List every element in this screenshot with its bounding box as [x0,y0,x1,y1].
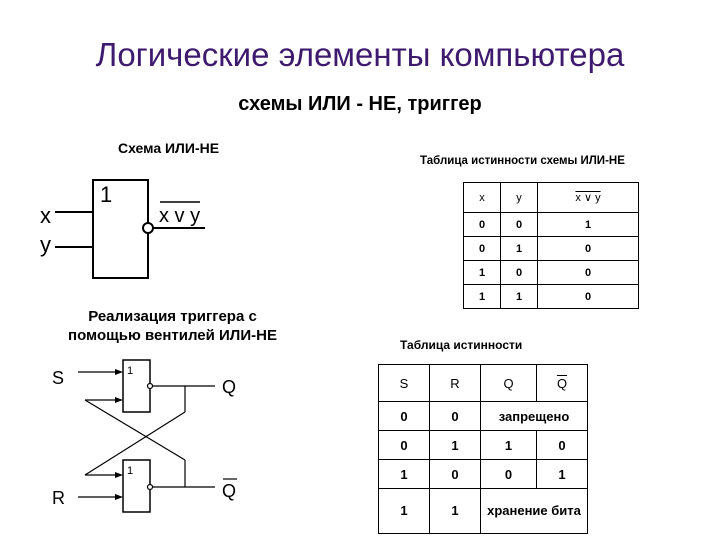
table2-header-q: Q [480,364,537,402]
table1-cell: 0 [463,236,501,261]
truth-table-nor: x y x ∨ y 0 0 1 0 1 0 1 0 0 1 1 0 [463,182,639,309]
nor-label-x: x [40,203,51,228]
nor-label-y: y [40,232,51,257]
table2-cell: 1 [536,459,588,489]
table1-header-y: y [500,182,538,213]
table1-cell: 0 [463,212,501,237]
trigger-label-s: S [52,368,64,388]
table1-cell: 0 [500,212,538,237]
trigger-r-arrow [115,494,123,500]
truth-table-trigger: S R Q Q 0 0 запрещено 0 1 1 0 1 0 0 1 1 … [378,364,588,534]
table2-header-qbar-text: Q [556,375,568,391]
trigger-gate-bottom-mark: 1 [127,465,133,477]
table2-cell: 0 [429,401,481,431]
table1-cell: 0 [537,260,639,285]
table2-cell-forbidden: запрещено [480,401,588,431]
page-title: Логические элементы компьютера [95,36,625,73]
trigger-feedback-q-arrow [115,472,123,478]
table2-cell: 1 [429,488,481,534]
table2-cell: 1 [429,430,481,460]
trigger-label-r: R [52,488,65,508]
table2-header-s: S [378,364,430,402]
table2-cell-storage: хранение бита [480,488,588,534]
table2-header-qbar: Q [536,364,588,402]
table1-header-x: x [463,182,501,213]
table1-cell: 0 [500,260,538,285]
table1-cell: 1 [463,260,501,285]
trigger-feedback-qbar-arrow [115,397,123,403]
table2-cell: 0 [480,459,537,489]
table1-cell: 0 [537,236,639,261]
table2-cell: 1 [378,488,430,534]
table2-cell: 0 [536,430,588,460]
nor-gate-mark: 1 [100,182,112,207]
trigger-heading-line2: помощью вентилей ИЛИ-НЕ [68,327,277,344]
table2-header-r: R [429,364,481,402]
trigger-label-qbar: Q [222,481,236,501]
table2-cell: 1 [378,459,430,489]
table2-caption: Таблица истинности [400,338,523,352]
table1-cell: 0 [537,284,639,309]
trigger-label-q: Q [222,377,236,397]
table1-caption: Таблица истинности схемы ИЛИ-НЕ [420,155,625,167]
nor-output-label: x v y [159,205,200,227]
nor-heading: Схема ИЛИ-НЕ [118,140,220,156]
table2-cell: 0 [378,430,430,460]
trigger-heading-line1: Реализация триггера с [88,308,257,325]
table1-header-nor: x ∨ y [537,182,639,213]
trigger-feedback-q [84,411,186,476]
trigger-heading: Реализация триггера с помощью вентилей И… [40,307,305,345]
table1-cell: 1 [537,212,639,237]
table1-cell: 1 [463,284,501,309]
trigger-gate-top-mark: 1 [127,365,133,377]
table1-header-nor-text: x ∨ y [575,192,601,204]
table1-cell: 1 [500,236,538,261]
trigger-s-arrow [115,369,123,375]
table2-cell: 1 [480,430,537,460]
page-subtitle: схемы ИЛИ - НЕ, триггер [238,93,482,115]
trigger-bottom-bubble [146,483,154,491]
table2-cell: 0 [429,459,481,489]
trigger-top-bubble [146,382,154,390]
table2-cell: 0 [378,401,430,431]
trigger-feedback-qbar [84,399,186,461]
table1-cell: 1 [500,284,538,309]
